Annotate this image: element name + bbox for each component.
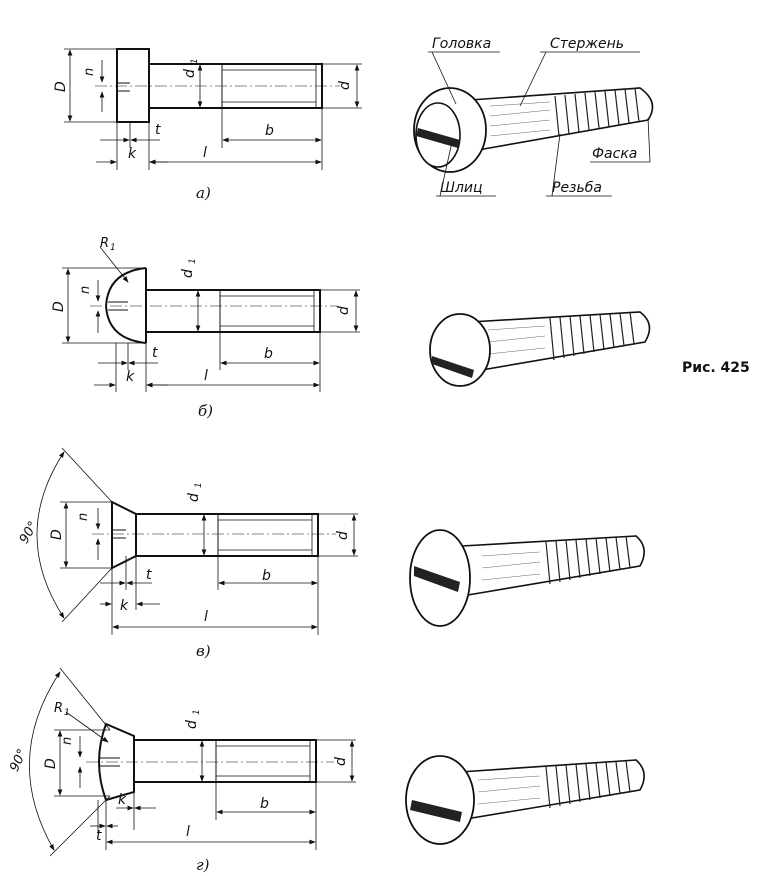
dim-k-a: k: [128, 146, 137, 162]
dim-R1-b: R: [100, 236, 109, 251]
dim-b-g: b: [260, 796, 269, 812]
dim-D-g: D: [43, 758, 59, 769]
label-head: Головка: [432, 36, 491, 52]
screw-illustration-g: [405, 755, 645, 845]
caption-a: а): [196, 184, 211, 202]
drawing-g: [29, 667, 356, 857]
dim-k-v: k: [120, 598, 129, 614]
part-leaders: [428, 51, 651, 197]
dim-k-g: k: [118, 792, 127, 808]
label-chamfer: Фаска: [592, 146, 637, 162]
caption-v: в): [196, 642, 211, 660]
label-shank: Стержень: [550, 36, 624, 52]
dim-d-v: d: [335, 531, 351, 540]
dim-n-v: n: [76, 513, 91, 521]
dim-b-b: b: [264, 346, 273, 362]
dim-d1-g: d: [184, 720, 200, 729]
dim-t-v: t: [146, 567, 152, 583]
caption-b: б): [198, 402, 213, 420]
angle-arc-g: [29, 671, 61, 851]
dim-angle-g: 90°: [7, 747, 30, 774]
dim-l-a: l: [203, 145, 207, 161]
dim-d1-v: d: [186, 493, 202, 502]
dim-b-v: b: [262, 568, 271, 584]
drawing-a: [64, 48, 362, 170]
dim-l-b: l: [204, 368, 208, 384]
figure-label: Рис. 425: [682, 360, 750, 376]
dim-d1-a: d: [182, 69, 198, 78]
screw-illustration-b: [429, 311, 651, 387]
dim-n-g: n: [60, 737, 75, 745]
dim-l-g: l: [186, 824, 190, 840]
drawing-b: [62, 246, 360, 392]
dim-d1sub-b: 1: [188, 258, 198, 264]
dim-d1sub-a: 1: [190, 58, 200, 64]
dim-t-b: t: [152, 345, 158, 361]
angle-arc-v: [36, 451, 65, 619]
head-raised-countersunk: [98, 722, 135, 802]
dim-t-a: t: [155, 122, 161, 138]
screw-illustration-v: [409, 529, 645, 627]
dim-d-a: d: [337, 81, 353, 90]
dim-R1sub-g: 1: [64, 708, 70, 718]
dim-k-b: k: [126, 369, 135, 385]
caption-g: г): [196, 856, 210, 874]
label-thread: Резьба: [552, 180, 602, 196]
dim-d1sub-v: 1: [194, 482, 204, 488]
dim-n-b: n: [78, 286, 93, 294]
dim-D-a: D: [53, 81, 69, 92]
dim-b-a: b: [265, 123, 274, 139]
head-cylinder: [116, 48, 150, 123]
dim-D-v: D: [49, 529, 65, 540]
dim-l-v: l: [204, 609, 208, 625]
dim-d-g: d: [333, 757, 349, 766]
dim-R1-g: R: [54, 701, 63, 716]
screw-illustration-a: [413, 87, 654, 173]
dim-d1-b: d: [180, 269, 196, 278]
dim-n-a: n: [82, 68, 97, 76]
dim-D-b: D: [51, 301, 67, 312]
dim-d-b: d: [336, 306, 352, 315]
drawing-v: [36, 447, 358, 635]
label-slot: Шлиц: [440, 180, 483, 196]
dim-R1sub-b: 1: [110, 243, 116, 253]
dim-d1sub-g: 1: [192, 709, 202, 715]
head-countersunk: [111, 500, 137, 570]
dim-t-g: t: [96, 828, 102, 844]
